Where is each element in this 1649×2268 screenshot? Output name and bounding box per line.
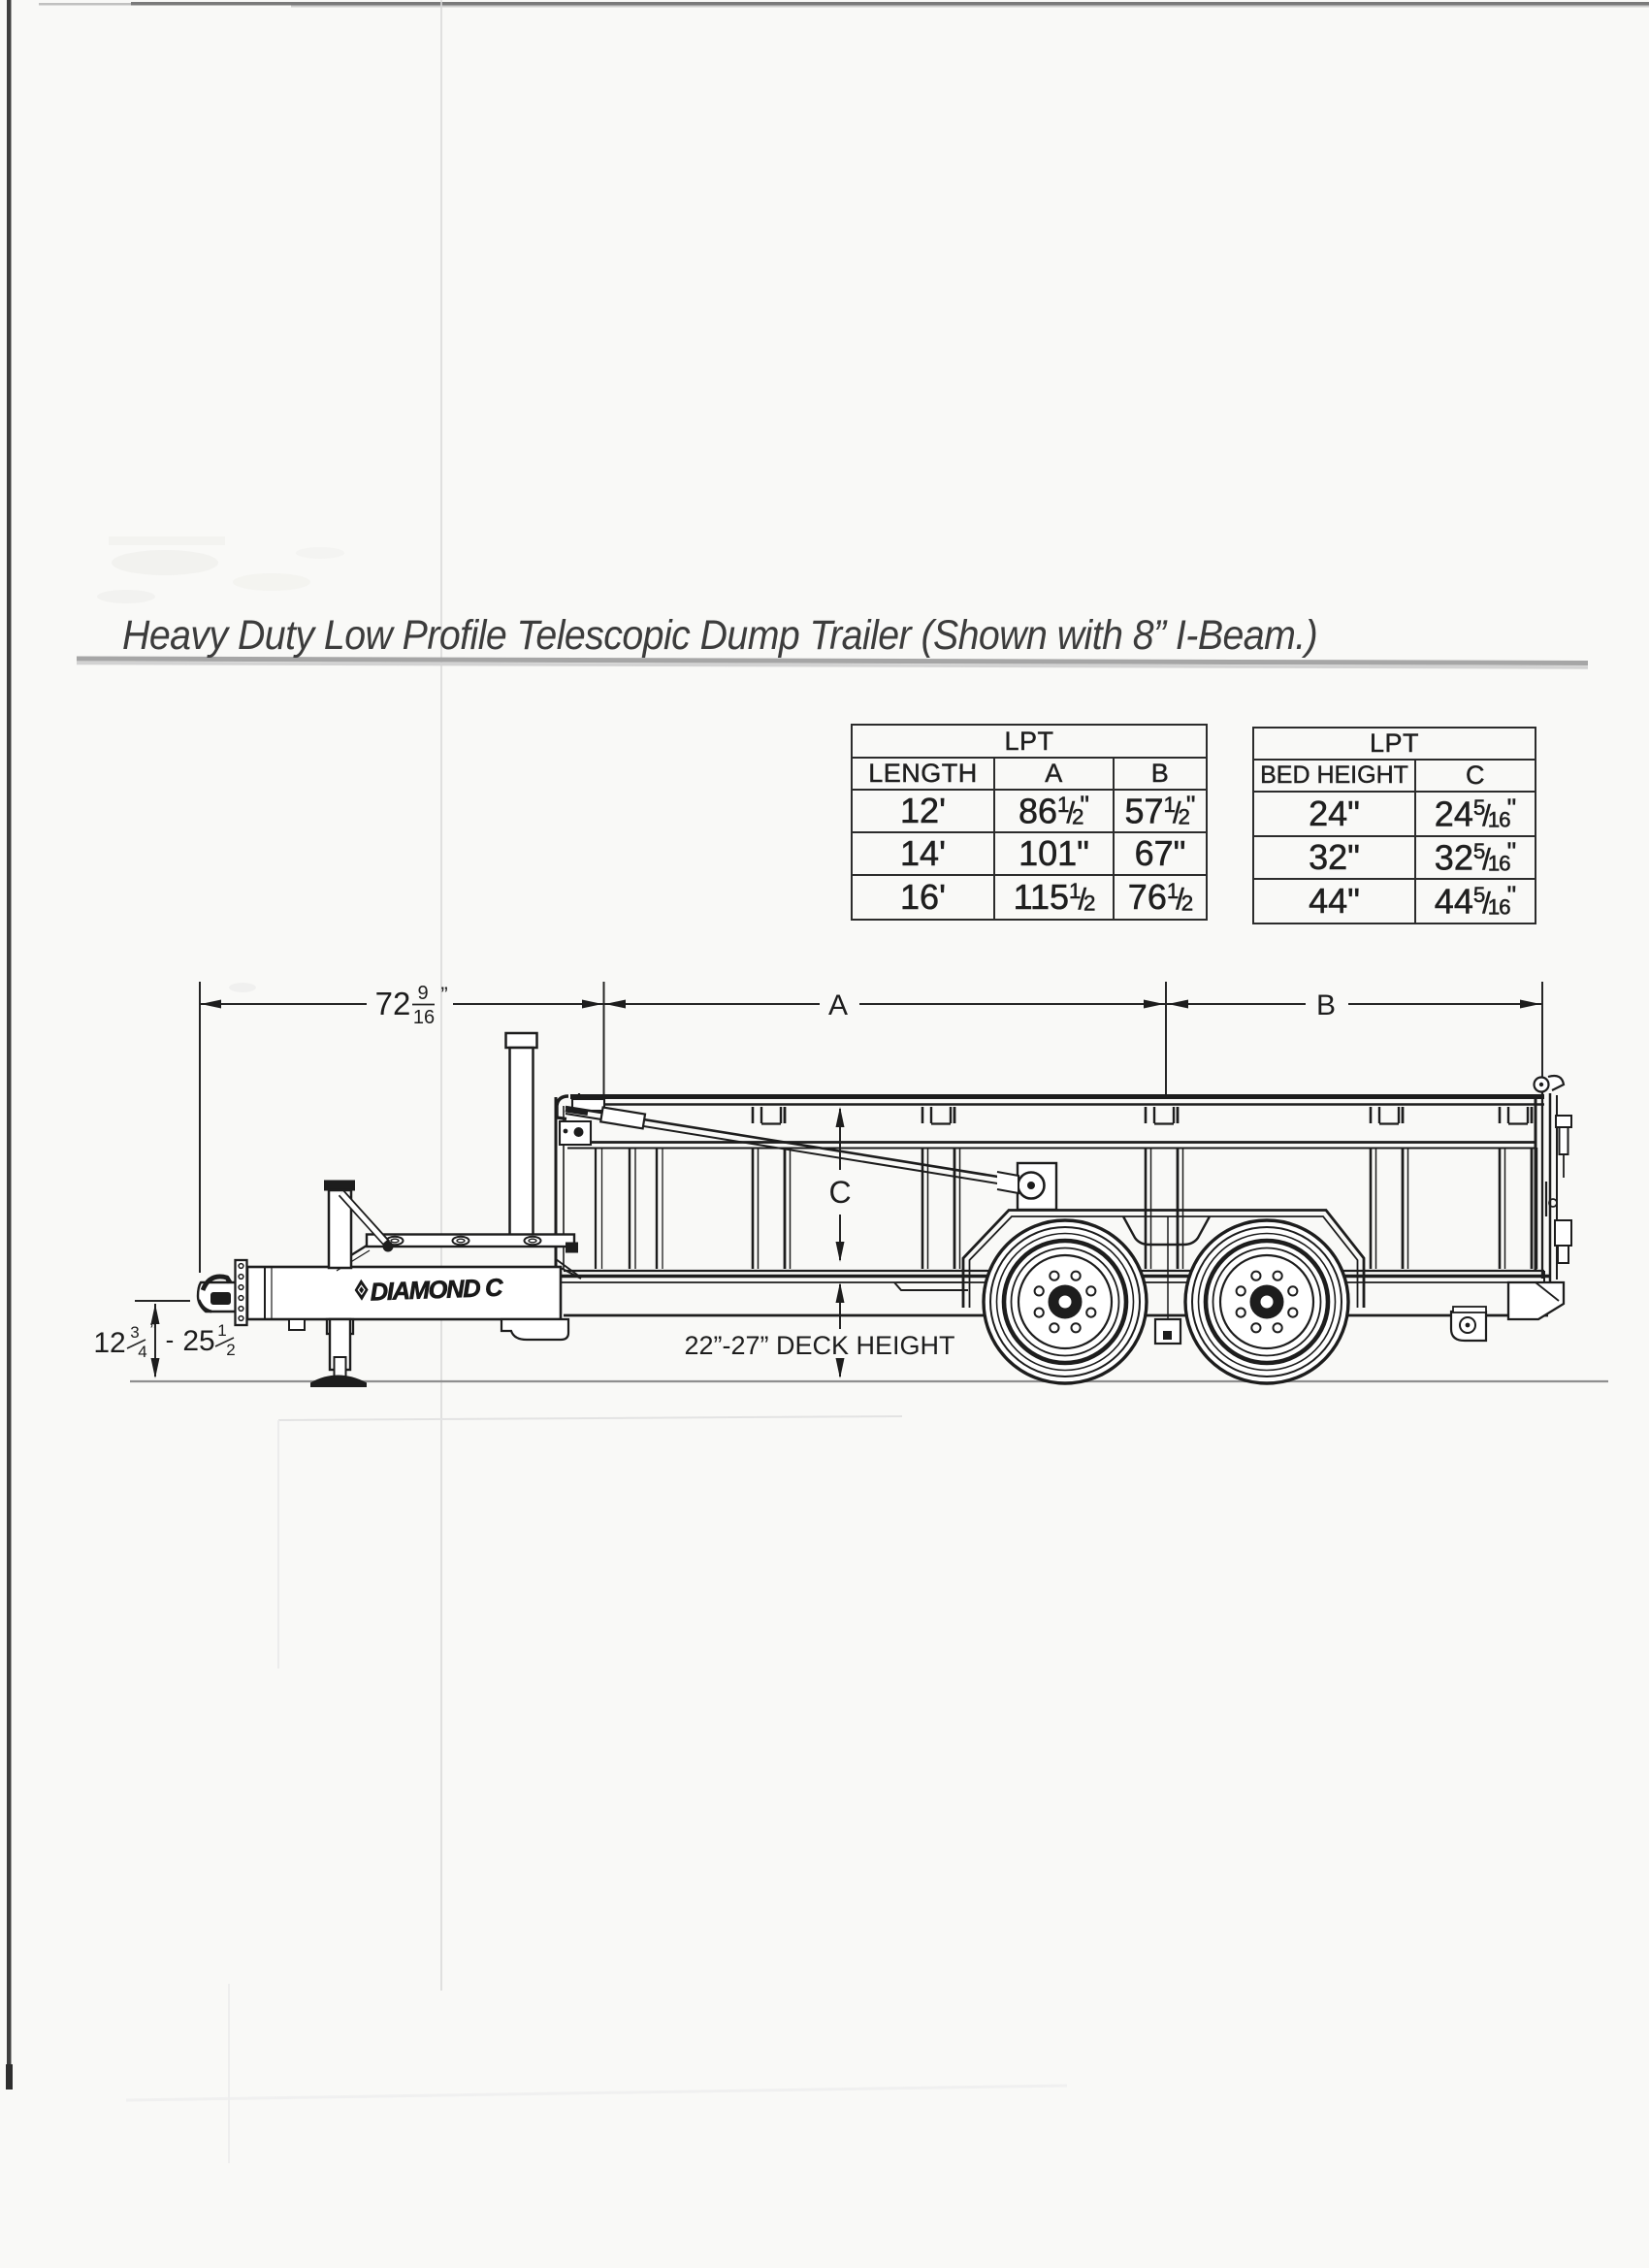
svg-text:4: 4 [138,1343,146,1361]
svg-text:-: - [166,1325,175,1354]
svg-text:25: 25 [182,1325,214,1357]
svg-text:”: ” [440,983,447,1007]
svg-text:A: A [828,989,848,1021]
svg-text:2: 2 [226,1341,235,1359]
svg-text:1: 1 [217,1321,226,1340]
svg-text:C: C [828,1175,851,1210]
svg-text:”: ” [150,1320,157,1342]
svg-text:22”-27” DECK HEIGHT: 22”-27” DECK HEIGHT [684,1331,954,1360]
svg-text:B: B [1316,989,1336,1021]
svg-text:DIAMOND C: DIAMOND C [370,1275,503,1307]
svg-text:3: 3 [130,1323,139,1342]
svg-text:”: ” [239,1318,245,1340]
svg-text:16: 16 [413,1007,435,1028]
svg-text:9: 9 [417,983,428,1004]
svg-text:12: 12 [93,1327,125,1359]
svg-text:72: 72 [375,986,411,1021]
